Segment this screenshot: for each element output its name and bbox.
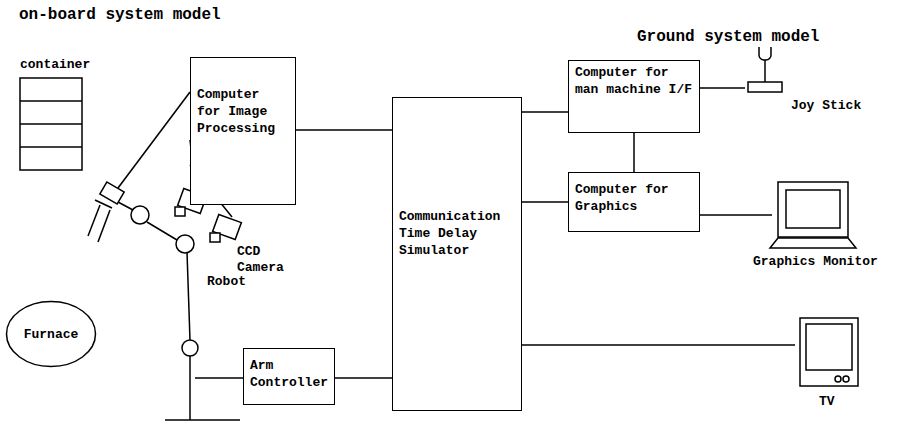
node-text: Communication Time Delay Simulator <box>399 208 515 259</box>
connector-line <box>335 377 392 379</box>
container-label: container <box>20 56 110 76</box>
node-text: Computer for Image Processing <box>197 86 289 137</box>
connector-line <box>633 133 635 172</box>
process-box: Computer for Graphics <box>568 172 700 232</box>
tv-set <box>522 318 858 386</box>
node-text: Computer for Graphics <box>575 181 693 215</box>
container-stack <box>20 78 82 170</box>
node-text: container <box>20 56 110 73</box>
node-text: Arm Controller <box>250 357 328 391</box>
node-text: Computer for man machine I/F <box>575 64 693 98</box>
process-box: Communication Time Delay Simulator <box>392 97 522 411</box>
furnace-ellipse: Furnace <box>5 300 97 368</box>
process-box: Computer for Image Processing <box>190 57 296 205</box>
section-title: Ground system model <box>636 28 898 47</box>
connector-line <box>522 111 568 113</box>
part-label: CCD Camera <box>236 244 300 276</box>
process-box: Arm Controller <box>243 348 335 405</box>
graphics-monitor <box>700 182 856 248</box>
process-box: Computer for man machine I/F <box>568 60 700 133</box>
node-text: Furnace <box>24 326 79 343</box>
connector-line <box>522 201 568 203</box>
part-label: Graphics Monitor <box>752 254 904 270</box>
section-title: on-board system model <box>18 6 280 25</box>
robot-base <box>189 395 191 420</box>
part-label: TV <box>818 394 860 410</box>
part-label: Joy Stick <box>790 98 872 114</box>
joystick <box>700 40 782 92</box>
connector-line <box>296 129 392 131</box>
part-label: Robot <box>206 274 268 290</box>
